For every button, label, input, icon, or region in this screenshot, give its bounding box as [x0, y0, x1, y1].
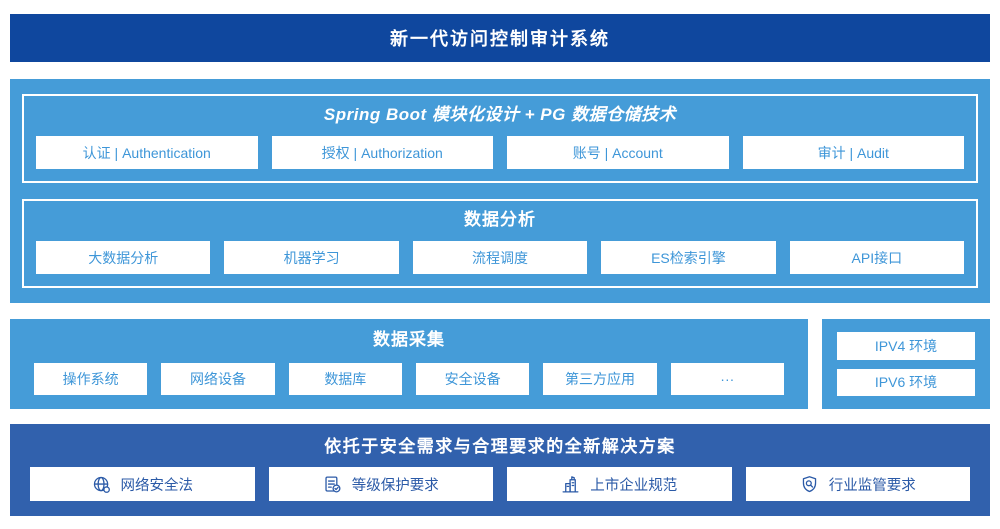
- source-database: 数据库: [288, 363, 402, 395]
- requirement-classified-protection: 等级保护要求: [268, 467, 493, 501]
- collection-row: 数据采集 操作系统 网络设备 数据库 安全设备 第三方应用 ··· IPV4 环…: [10, 319, 990, 409]
- module-audit: 审计 | Audit: [742, 136, 964, 169]
- spring-boot-panel: Spring Boot 模块化设计 + PG 数据仓储技术 认证 | Authe…: [22, 94, 978, 183]
- requirement-cybersecurity-law: 网络安全法: [30, 467, 255, 501]
- module-authentication: 认证 | Authentication: [36, 136, 258, 169]
- building-icon: [561, 475, 580, 494]
- source-operating-system: 操作系统: [34, 363, 148, 395]
- env-ipv4: IPV4 环境: [837, 332, 975, 360]
- data-analysis-panel-title: 数据分析: [464, 210, 536, 229]
- module-machine-learning: 机器学习: [224, 241, 399, 274]
- env-ipv6: IPV6 环境: [837, 368, 975, 396]
- environments-block: IPV4 环境 IPV6 环境: [822, 319, 990, 409]
- solution-requirements-row: 网络安全法 等级保护要求: [30, 467, 970, 501]
- data-collection-block: 数据采集 操作系统 网络设备 数据库 安全设备 第三方应用 ···: [10, 319, 808, 409]
- data-analysis-panel: 数据分析 大数据分析 机器学习 流程调度 ES检索引擎 API接口: [22, 199, 978, 288]
- solution-block: 依托于安全需求与合理要求的全新解决方案 网络安全法: [10, 424, 990, 516]
- requirement-label: 上市企业规范: [590, 477, 678, 494]
- module-workflow-scheduling: 流程调度: [412, 241, 588, 274]
- platform-block: Spring Boot 模块化设计 + PG 数据仓储技术 认证 | Authe…: [10, 79, 990, 303]
- shield-magnifier-icon: [800, 475, 819, 494]
- requirement-label: 网络安全法: [120, 477, 194, 494]
- page-title: 新一代访问控制审计系统: [390, 29, 610, 49]
- source-security-device: 安全设备: [415, 363, 530, 395]
- solution-title: 依托于安全需求与合理要求的全新解决方案: [324, 437, 676, 456]
- requirement-listed-company: 上市企业规范: [507, 467, 732, 501]
- spring-boot-panel-title: Spring Boot 模块化设计 + PG 数据仓储技术: [323, 105, 677, 124]
- source-third-party-app: 第三方应用: [543, 363, 657, 395]
- requirement-industry-regulation: 行业监管要求: [745, 467, 970, 501]
- header-banner: 新一代访问控制审计系统: [10, 14, 990, 62]
- module-es-search-engine: ES检索引擎: [601, 241, 776, 274]
- document-check-icon: [323, 475, 342, 494]
- module-big-data-analysis: 大数据分析: [36, 241, 211, 274]
- module-api: API接口: [789, 241, 965, 274]
- data-collection-title: 数据采集: [373, 330, 445, 349]
- collection-source-row: 操作系统 网络设备 数据库 安全设备 第三方应用 ···: [34, 363, 784, 395]
- analysis-module-row: 大数据分析 机器学习 流程调度 ES检索引擎 API接口: [36, 241, 965, 274]
- module-account: 账号 | Account: [507, 136, 729, 169]
- source-ellipsis: ···: [670, 363, 784, 395]
- auth-module-row: 认证 | Authentication 授权 | Authorization 账…: [36, 136, 964, 169]
- requirement-label: 行业监管要求: [828, 477, 916, 494]
- module-authorization: 授权 | Authorization: [271, 136, 493, 169]
- globe-icon: [92, 475, 111, 494]
- requirement-label: 等级保护要求: [351, 477, 439, 494]
- source-network-device: 网络设备: [161, 363, 275, 395]
